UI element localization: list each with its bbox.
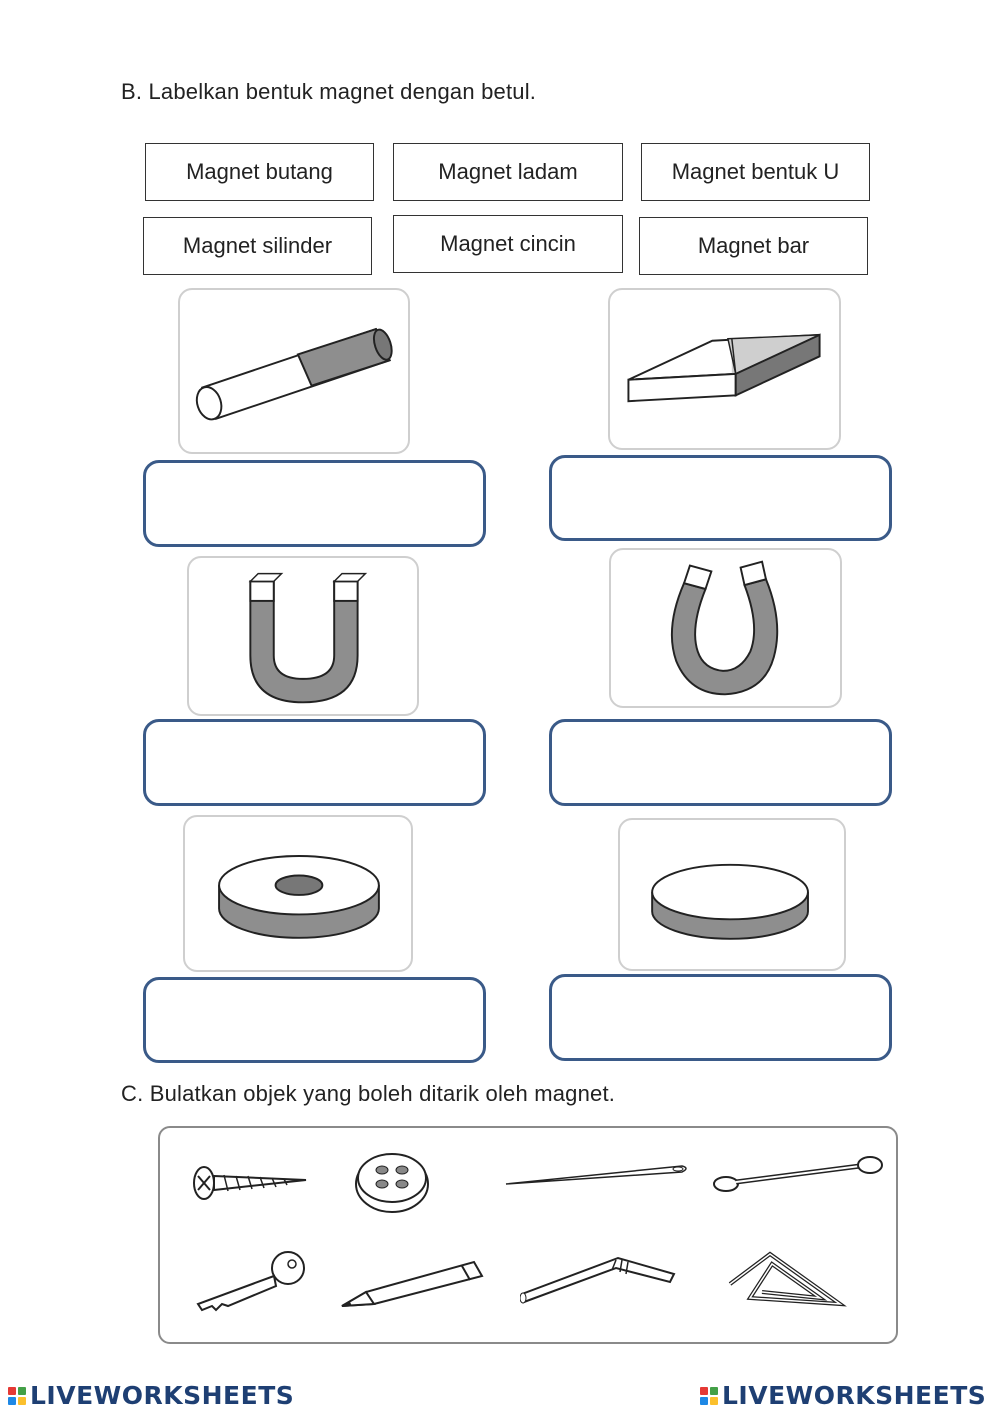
ring-magnet-icon xyxy=(218,855,380,939)
label-magnet-butang[interactable]: Magnet butang xyxy=(145,143,374,201)
screw-icon[interactable] xyxy=(186,1158,316,1208)
u-magnet-picture xyxy=(187,556,419,716)
answer-box-4[interactable] xyxy=(549,719,892,806)
u-shaped-magnet-icon xyxy=(248,572,368,704)
button-magnet-picture xyxy=(618,818,846,971)
cylinder-magnet-icon xyxy=(195,327,393,421)
brand-right-text: LIVEWORKSHEETS xyxy=(722,1381,987,1410)
bar-magnet-picture xyxy=(608,288,841,450)
button-magnet-icon xyxy=(651,863,809,940)
cotton-bud-icon[interactable] xyxy=(710,1154,886,1194)
brand-right: LIVEWORKSHEETS xyxy=(700,1381,986,1410)
section-c-heading: C. Bulatkan objek yang boleh ditarik ole… xyxy=(121,1081,616,1106)
pencil-icon[interactable] xyxy=(338,1256,488,1312)
answer-box-5[interactable] xyxy=(143,977,486,1063)
button-icon[interactable] xyxy=(352,1148,432,1214)
liveworksheets-logo-icon xyxy=(8,1386,26,1405)
liveworksheets-logo-icon xyxy=(700,1386,718,1405)
ring-magnet-picture xyxy=(183,815,413,972)
answer-box-2[interactable] xyxy=(549,455,892,541)
cylinder-magnet-picture xyxy=(178,288,410,454)
label-magnet-silinder[interactable]: Magnet silinder xyxy=(143,217,372,275)
horseshoe-magnet-picture xyxy=(609,548,842,708)
label-magnet-bar[interactable]: Magnet bar xyxy=(639,217,868,275)
answer-box-6[interactable] xyxy=(549,974,892,1061)
horseshoe-magnet-icon xyxy=(670,560,779,696)
straw-icon[interactable] xyxy=(520,1252,692,1312)
needle-icon[interactable] xyxy=(502,1158,692,1188)
answer-box-1[interactable] xyxy=(143,460,486,547)
objects-panel xyxy=(158,1126,898,1344)
label-magnet-cincin[interactable]: Magnet cincin xyxy=(393,215,623,273)
brand-left: LIVEWORKSHEETS xyxy=(8,1381,294,1410)
section-b-heading: B. Labelkan bentuk magnet dengan betul. xyxy=(121,79,537,104)
key-icon[interactable] xyxy=(192,1248,312,1312)
label-magnet-ladam[interactable]: Magnet ladam xyxy=(393,143,623,201)
answer-box-3[interactable] xyxy=(143,719,486,806)
label-magnet-bentuk-u[interactable]: Magnet bentuk U xyxy=(641,143,870,201)
bar-magnet-icon xyxy=(627,333,821,403)
brand-left-text: LIVEWORKSHEETS xyxy=(30,1381,295,1410)
paper-clip-icon[interactable] xyxy=(722,1246,852,1312)
